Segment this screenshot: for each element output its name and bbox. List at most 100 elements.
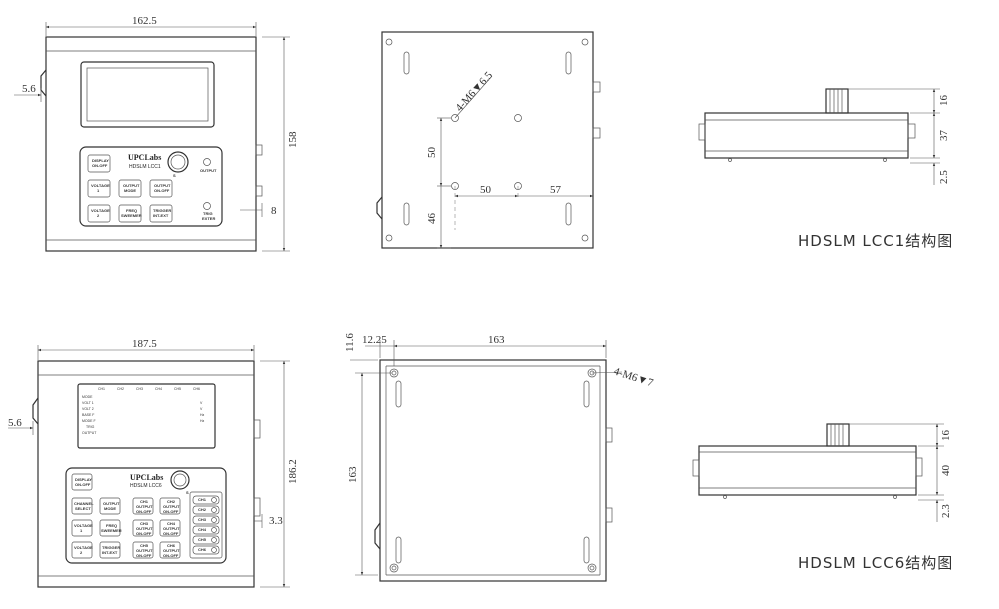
lcc1-button-output-onoff[interactable]: OUTPUT ON-OFF <box>149 179 173 198</box>
lcc1-mount-hole-icon <box>451 114 459 122</box>
svg-text:1: 1 <box>97 188 100 193</box>
lcc1-dim-right-offset: 8 <box>271 205 277 217</box>
svg-text:OUTPUT: OUTPUT <box>163 548 180 553</box>
svg-text:CH1: CH1 <box>98 387 105 391</box>
lcc1-connector-top <box>255 144 263 156</box>
lcc6-dim-left-offset: 5.6 <box>8 417 22 429</box>
lcc6-button-output-mode[interactable]: OUTPUT MODE <box>99 497 121 515</box>
lcc6-dim-right-offset: 3.3 <box>269 515 283 527</box>
lcc6-button-display[interactable]: DISPLAY ON-OFF <box>71 473 93 491</box>
svg-text:CH6: CH6 <box>198 547 207 552</box>
lcc6-side-knob-icon <box>826 423 850 447</box>
lcc6-button-ch3[interactable]: CH3 OUTPUT ON-OFF <box>132 519 154 537</box>
lcc6-button-ch4[interactable]: CH4 OUTPUT ON-OFF <box>159 519 181 537</box>
svg-text:ON-OFF: ON-OFF <box>136 553 152 558</box>
svg-text:CH6: CH6 <box>167 543 176 548</box>
lcc1-button-freq[interactable]: FREQ SWEEMER <box>118 204 142 223</box>
lcc6-side-dim-body: 40 <box>940 465 952 477</box>
lcc6-rear-dim-top-offset: 11.6 <box>344 333 356 352</box>
lcc6-button-ch6[interactable]: CH6 OUTPUT ON-OFF <box>159 541 181 559</box>
svg-text:OUTPUT: OUTPUT <box>163 504 180 509</box>
lcc1-knob-label: S <box>173 173 176 178</box>
svg-text:ON-OFF: ON-OFF <box>163 509 179 514</box>
svg-text:TRIGGER: TRIGGER <box>102 545 120 550</box>
lcc6-side-dim-knob: 16 <box>940 430 952 442</box>
lcc6-rear-dim-width: 163 <box>488 334 505 346</box>
lcc1-dim-height: 158 <box>287 131 299 148</box>
svg-text:CH1: CH1 <box>140 499 149 504</box>
lcc1-front-body <box>45 36 257 252</box>
lcc6-rear-dim-left-offset: 12.25 <box>362 334 387 346</box>
lcc1-front-view: UPCLabs HDSLM LCC1 S OUTPUT TRIG EXTER D… <box>14 15 299 252</box>
lcc1-dim-h-spacing: 50 <box>480 184 492 196</box>
svg-text:DISPLAY: DISPLAY <box>75 477 92 482</box>
lcc1-button-voltage2[interactable]: VOLTAGE 2 <box>87 204 111 223</box>
lcc6-led-ch3-icon <box>211 517 217 523</box>
lcc6-button-voltage2[interactable]: VOLTAGE 2 <box>71 541 93 559</box>
svg-text:SELECT: SELECT <box>75 506 91 511</box>
svg-text:ON-OFF: ON-OFF <box>136 531 152 536</box>
lcc6-brand: UPCLabs <box>130 473 163 482</box>
lcc1-button-output-mode[interactable]: OUTPUT MODE <box>118 179 142 198</box>
lcc1-dim-right-offset: 57 <box>550 184 562 196</box>
lcc6-led-ch4-icon <box>211 527 217 533</box>
svg-text:V: V <box>200 401 203 405</box>
lcc6-button-freq[interactable]: FREQ SWEEMER <box>99 519 122 537</box>
svg-text:CH3: CH3 <box>198 517 207 522</box>
lcc6-caption: HDSLM LCC6结构图 <box>798 554 954 572</box>
svg-text:MODE F: MODE F <box>82 419 96 423</box>
svg-text:OUTPUT: OUTPUT <box>123 183 140 188</box>
lcc6-channel-led-column: CH1 CH2 CH3 CH4 CH5 CH6 <box>189 491 223 559</box>
lcc6-knob-label: S <box>186 490 189 495</box>
lcc6-led-ch1-icon <box>211 497 217 503</box>
lcc6-button-trigger[interactable]: TRIGGER INT-EXT <box>99 541 121 559</box>
lcc6-button-ch1[interactable]: CH1 OUTPUT ON-OFF <box>132 497 154 515</box>
lcc6-rear-view: 163 12.25 11.6 163 4-M6▼7 <box>344 333 655 582</box>
lcc1-side-latch <box>40 69 47 97</box>
svg-text:CH4: CH4 <box>167 521 176 526</box>
svg-text:BASE F: BASE F <box>82 413 94 417</box>
lcc1-rear-latch <box>376 196 383 220</box>
svg-text:ON-OFF: ON-OFF <box>75 482 91 487</box>
lcc6-rear-body <box>379 359 607 582</box>
svg-text:OUTPUT: OUTPUT <box>136 526 153 531</box>
svg-text:CH2: CH2 <box>167 499 176 504</box>
lcc6-control-panel <box>65 467 227 564</box>
lcc6-dim-width: 187.5 <box>132 338 157 350</box>
lcc1-output-led-icon <box>203 158 211 166</box>
lcc6-side-view: 16 40 2.3 <box>692 423 952 522</box>
svg-text:V: V <box>200 407 203 411</box>
svg-text:CH6: CH6 <box>193 387 200 391</box>
svg-text:CH1: CH1 <box>198 497 207 502</box>
lcc6-button-ch5[interactable]: CH5 OUTPUT ON-OFF <box>132 541 154 559</box>
svg-text:OUTPUT: OUTPUT <box>136 504 153 509</box>
lcc1-side-dim-foot: 2.5 <box>938 170 950 184</box>
svg-text:CH4: CH4 <box>198 527 207 532</box>
lcc6-rotary-knob-icon[interactable] <box>170 470 190 490</box>
svg-text:OUTPUT: OUTPUT <box>136 548 153 553</box>
svg-text:2: 2 <box>97 213 100 218</box>
svg-text:OUTPUT: OUTPUT <box>103 501 120 506</box>
lcc1-button-trigger[interactable]: TRIGGER INT-EXT <box>149 204 173 223</box>
lcc1-button-voltage1[interactable]: VOLTAGE 1 <box>87 179 111 198</box>
lcc6-led-ch6-icon <box>211 547 217 553</box>
lcc6-screen-header: CH1 CH2 CH3 CH4 CH5 CH6 <box>98 387 200 391</box>
lcc1-display-bezel <box>80 61 215 128</box>
lcc1-caption: HDSLM LCC1结构图 <box>798 232 954 250</box>
lcc6-button-channel-select[interactable]: CHANNEL SELECT <box>71 497 94 515</box>
lcc1-button-display[interactable]: DISPLAY ON-OFF <box>87 154 111 173</box>
svg-text:VOLTAGE: VOLTAGE <box>91 208 110 213</box>
lcc6-side-latch <box>32 397 39 425</box>
lcc6-button-voltage1[interactable]: VOLTAGE 1 <box>71 519 93 537</box>
lcc1-dim-left-offset: 5.6 <box>22 83 36 95</box>
svg-text:INT-EXT: INT-EXT <box>102 550 118 555</box>
lcc6-button-ch2[interactable]: CH2 OUTPUT ON-OFF <box>159 497 181 515</box>
lcc1-model: HDSLM LCC1 <box>129 164 161 170</box>
lcc1-rotary-knob-icon[interactable] <box>167 151 189 173</box>
lcc1-led-label-output: OUTPUT <box>200 168 217 173</box>
lcc1-brand: UPCLabs <box>128 153 161 162</box>
svg-text:VOLTAGE: VOLTAGE <box>91 183 110 188</box>
lcc6-side-dim-foot: 2.3 <box>940 504 952 518</box>
svg-text:Hz: Hz <box>200 419 205 423</box>
